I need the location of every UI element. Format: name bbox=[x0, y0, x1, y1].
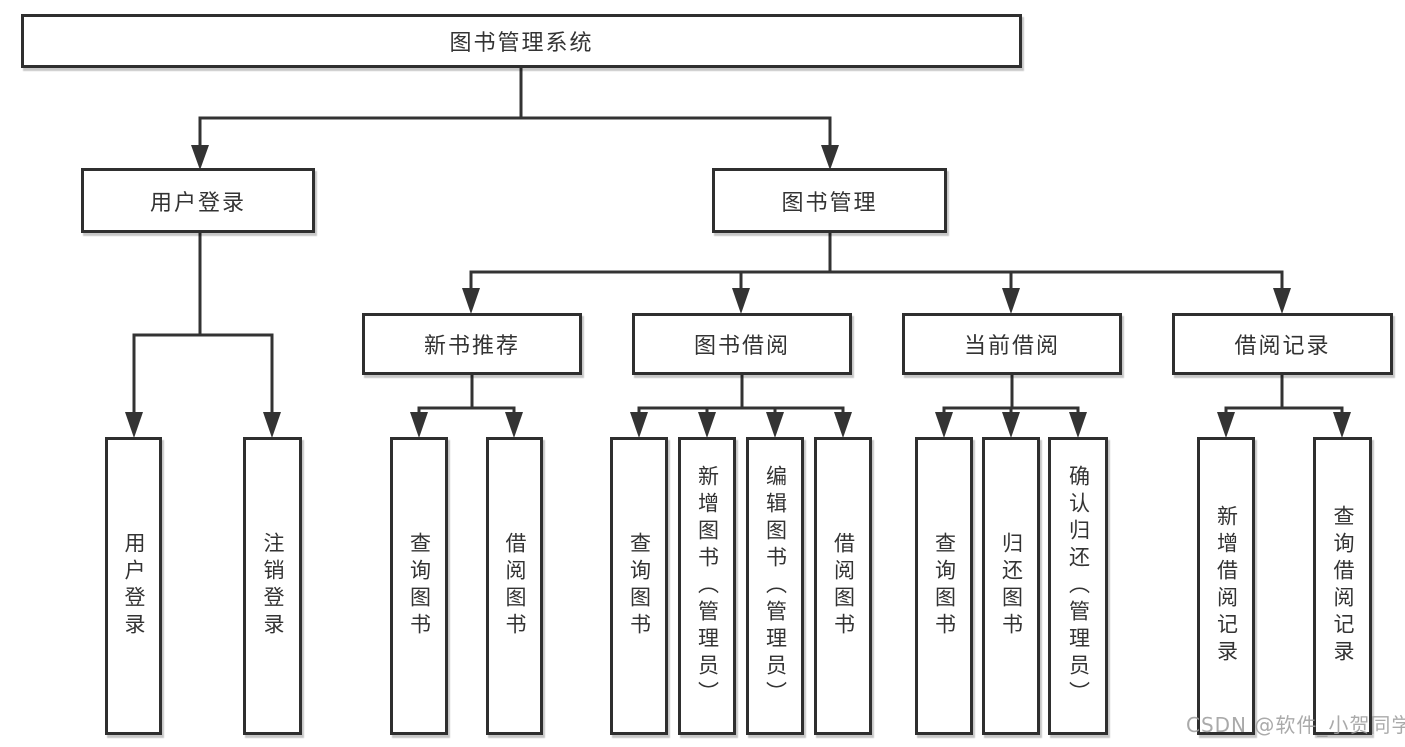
leaf-return-book-label: 归还图书 bbox=[999, 532, 1024, 640]
leaf-return-book: 归还图书 bbox=[982, 437, 1040, 735]
leaf-query-books-current: 查询图书 bbox=[915, 437, 973, 735]
edge-new-book-rec-to-leaves bbox=[410, 375, 523, 438]
node-borrowing-records: 借阅记录 bbox=[1172, 313, 1393, 375]
leaf-confirm-return-admin: 确认归还（管理员） bbox=[1048, 437, 1108, 735]
leaf-edit-book-admin: 编辑图书（管理员） bbox=[746, 437, 804, 735]
leaf-add-borrow-record-label: 新增借阅记录 bbox=[1214, 505, 1239, 667]
leaf-query-borrow-record: 查询借阅记录 bbox=[1313, 437, 1372, 735]
leaf-query-books-recommend-label: 查询图书 bbox=[407, 532, 432, 640]
leaf-borrow-books-recommend: 借阅图书 bbox=[486, 437, 543, 735]
edge-root-to-level2 bbox=[191, 68, 839, 170]
leaf-borrow-books-borrowing-label: 借阅图书 bbox=[831, 532, 856, 640]
node-new-book-recommend: 新书推荐 bbox=[362, 313, 582, 375]
leaf-user-login: 用户登录 bbox=[105, 437, 162, 735]
node-current-borrowing-label: 当前借阅 bbox=[963, 334, 1060, 359]
leaf-add-book-admin: 新增图书（管理员） bbox=[678, 437, 736, 735]
node-root-label: 图书管理系统 bbox=[449, 31, 594, 56]
node-book-management: 图书管理 bbox=[712, 168, 947, 233]
leaf-confirm-return-admin-label: 确认归还（管理员） bbox=[1066, 464, 1091, 708]
leaf-logout: 注销登录 bbox=[243, 437, 302, 735]
node-book-management-label: 图书管理 bbox=[781, 190, 878, 216]
leaf-edit-book-admin-label: 编辑图书（管理员） bbox=[763, 464, 788, 708]
csdn-watermark: CSDN @软件_小贺同学 bbox=[1186, 713, 1405, 737]
edge-user-login-to-leaves bbox=[125, 233, 281, 438]
leaf-query-books-recommend: 查询图书 bbox=[390, 437, 448, 735]
leaf-borrow-books-recommend-label: 借阅图书 bbox=[503, 532, 527, 640]
node-book-borrowing: 图书借阅 bbox=[632, 313, 852, 375]
leaf-user-login-label: 用户登录 bbox=[122, 532, 146, 640]
node-user-login-label: 用户登录 bbox=[149, 190, 246, 216]
leaf-logout-label: 注销登录 bbox=[261, 532, 285, 640]
edge-borrow-records-to-leaves bbox=[1217, 375, 1351, 438]
node-book-borrowing-label: 图书借阅 bbox=[693, 334, 790, 359]
node-current-borrowing: 当前借阅 bbox=[902, 313, 1122, 375]
node-root-system: 图书管理系统 bbox=[21, 14, 1022, 68]
leaf-query-books-borrowing: 查询图书 bbox=[610, 437, 668, 735]
node-new-book-recommend-label: 新书推荐 bbox=[423, 334, 520, 359]
leaf-query-books-borrowing-label: 查询图书 bbox=[627, 532, 652, 640]
leaf-borrow-books-borrowing: 借阅图书 bbox=[814, 437, 872, 735]
edge-book-borrow-to-leaves bbox=[630, 375, 852, 438]
leaf-query-books-current-label: 查询图书 bbox=[932, 532, 957, 640]
edge-book-mgmt-to-level3 bbox=[462, 233, 1291, 314]
node-borrowing-records-label: 借阅记录 bbox=[1234, 334, 1331, 359]
node-user-login: 用户登录 bbox=[81, 168, 315, 233]
leaf-add-borrow-record: 新增借阅记录 bbox=[1197, 437, 1255, 735]
leaf-add-book-admin-label: 新增图书（管理员） bbox=[695, 464, 720, 708]
edge-current-borrow-to-leaves bbox=[935, 375, 1087, 438]
leaf-query-borrow-record-label: 查询借阅记录 bbox=[1331, 505, 1355, 667]
